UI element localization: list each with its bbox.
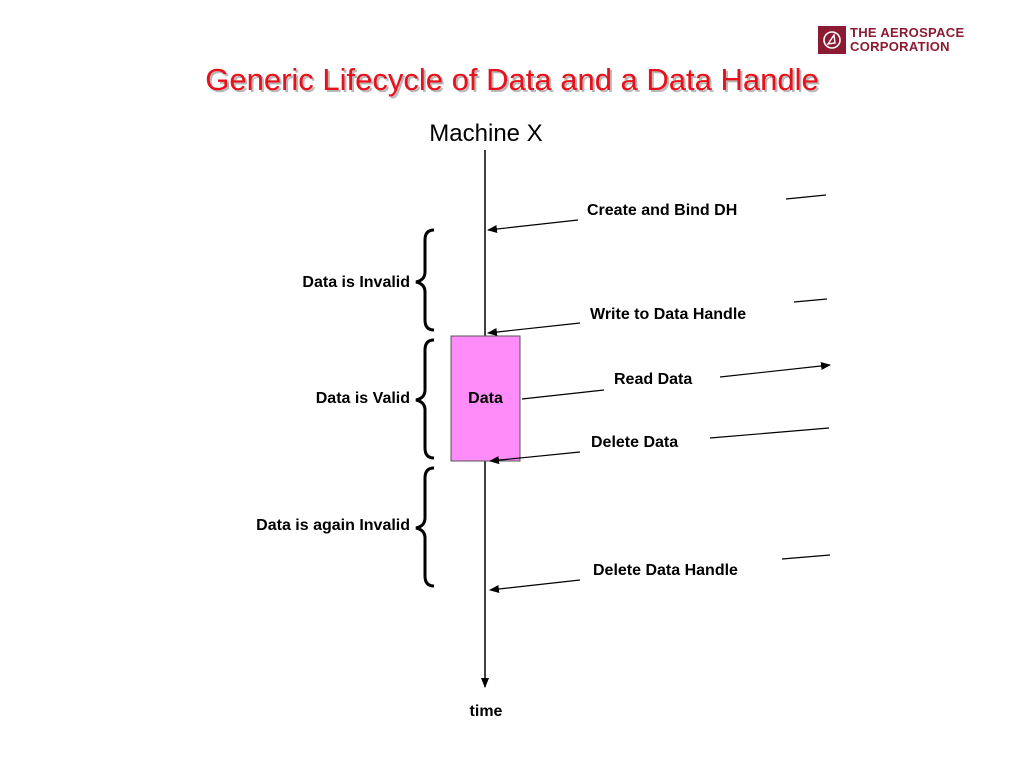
arrow-create-bind bbox=[487, 219, 579, 233]
logo-line-2: CORPORATION bbox=[850, 39, 950, 54]
event-label-create-bind: Create and Bind DH bbox=[587, 202, 738, 219]
event-label-read: Read Data bbox=[614, 371, 693, 388]
arrow-delete-handle-tail bbox=[781, 554, 831, 560]
arrow-read-tail bbox=[719, 361, 831, 378]
brace-invalid bbox=[415, 228, 435, 332]
brace-valid bbox=[415, 338, 435, 460]
brace-again-invalid bbox=[415, 466, 435, 588]
arrow-delete-data-tail bbox=[709, 427, 830, 439]
arrow-create-bind-tail bbox=[785, 194, 827, 200]
arrow-delete-handle bbox=[489, 579, 581, 593]
company-logo: THE AEROSPACE CORPORATION bbox=[818, 26, 964, 54]
logo-line-1: THE AEROSPACE bbox=[850, 25, 965, 40]
state-label-again-invalid: Data is again Invalid bbox=[256, 517, 410, 534]
arrow-write-tail bbox=[793, 298, 828, 303]
event-label-delete-handle: Delete Data Handle bbox=[593, 562, 738, 579]
machine-label: Machine X bbox=[429, 120, 543, 147]
state-label-invalid: Data is Invalid bbox=[302, 274, 410, 291]
arrow-delete-data bbox=[489, 451, 581, 465]
logo-text: THE AEROSPACE CORPORATION bbox=[850, 26, 964, 54]
arrow-write bbox=[487, 322, 581, 337]
data-box-label: Data bbox=[468, 390, 503, 407]
event-label-write: Write to Data Handle bbox=[590, 306, 747, 323]
state-label-valid: Data is Valid bbox=[315, 390, 410, 407]
time-axis-label: time bbox=[469, 703, 503, 720]
arrow-read bbox=[521, 389, 605, 400]
event-label-delete-data: Delete Data bbox=[591, 434, 679, 451]
slide-title: Generic Lifecycle of Data and a Data Han… bbox=[205, 62, 819, 97]
data-box bbox=[450, 335, 521, 462]
logo-mark-icon bbox=[818, 26, 846, 54]
